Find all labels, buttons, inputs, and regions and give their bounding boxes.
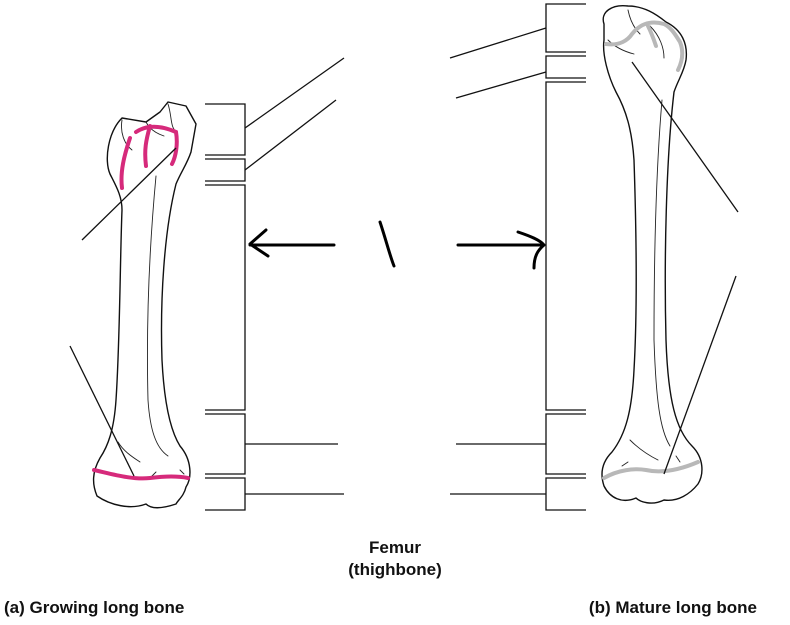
mature-femur-distal-line: [602, 460, 700, 480]
caption-mature: (b) Mature long bone: [588, 598, 757, 617]
mature-femur-outline: [601, 5, 703, 504]
mature-bracket-proximal-epiphysis: [545, 3, 586, 53]
growing-bracket-proximal-epiphysis: [205, 103, 246, 156]
mature-leader-epiphyseal-line-top: [631, 61, 739, 213]
right-arrow-icon: [456, 230, 546, 270]
mature-femur-shaft-line: [653, 99, 671, 447]
growing-leader-1: [244, 57, 345, 129]
growing-bracket-diaphysis: [205, 184, 246, 411]
growing-bracket-distal-epiphysis: [205, 477, 246, 511]
growing-bracket-metaphysis-bottom: [205, 413, 246, 475]
growing-leader-2: [244, 99, 337, 171]
caption-growing: (a) Growing long bone: [4, 598, 185, 617]
figure-title-line2: (thighbone): [348, 560, 442, 579]
mature-bracket: [449, 3, 586, 511]
mature-bracket-metaphysis-bottom: [545, 413, 586, 475]
mature-leader-2: [455, 71, 547, 99]
mature-bracket-distal-epiphysis: [545, 477, 586, 511]
mature-bracket-diaphysis: [545, 81, 586, 411]
mature-femur-proximal-line: [604, 20, 685, 72]
growing-femur: [69, 101, 197, 509]
hand-annotations: [248, 220, 546, 270]
hand-mark-icon: [378, 220, 396, 268]
growing-leader-epiphyseal-plate-bottom: [69, 345, 135, 477]
growing-femur-distal-plate: [92, 468, 190, 481]
figure-title: Femur (thighbone): [0, 537, 790, 581]
growing-femur-shaft-line: [147, 175, 169, 457]
growing-femur-outline: [92, 101, 197, 509]
growing-femur-proximal-plate: [119, 124, 179, 190]
mature-leader-1: [449, 27, 547, 59]
mature-bracket-metaphysis-top: [545, 55, 586, 79]
figure-title-line1: Femur: [369, 538, 421, 557]
growing-bracket: [205, 57, 345, 511]
left-arrow-icon: [248, 228, 336, 258]
mature-leader-epiphyseal-line-bottom: [663, 275, 737, 475]
mature-femur-head-detail: [607, 9, 665, 59]
mature-femur: [601, 5, 739, 504]
mature-femur-condyle-detail: [621, 439, 681, 467]
growing-femur-condyle-detail: [117, 441, 185, 479]
growing-leader-epiphyseal-plate-top: [81, 147, 177, 241]
growing-bracket-metaphysis-top: [205, 158, 246, 182]
